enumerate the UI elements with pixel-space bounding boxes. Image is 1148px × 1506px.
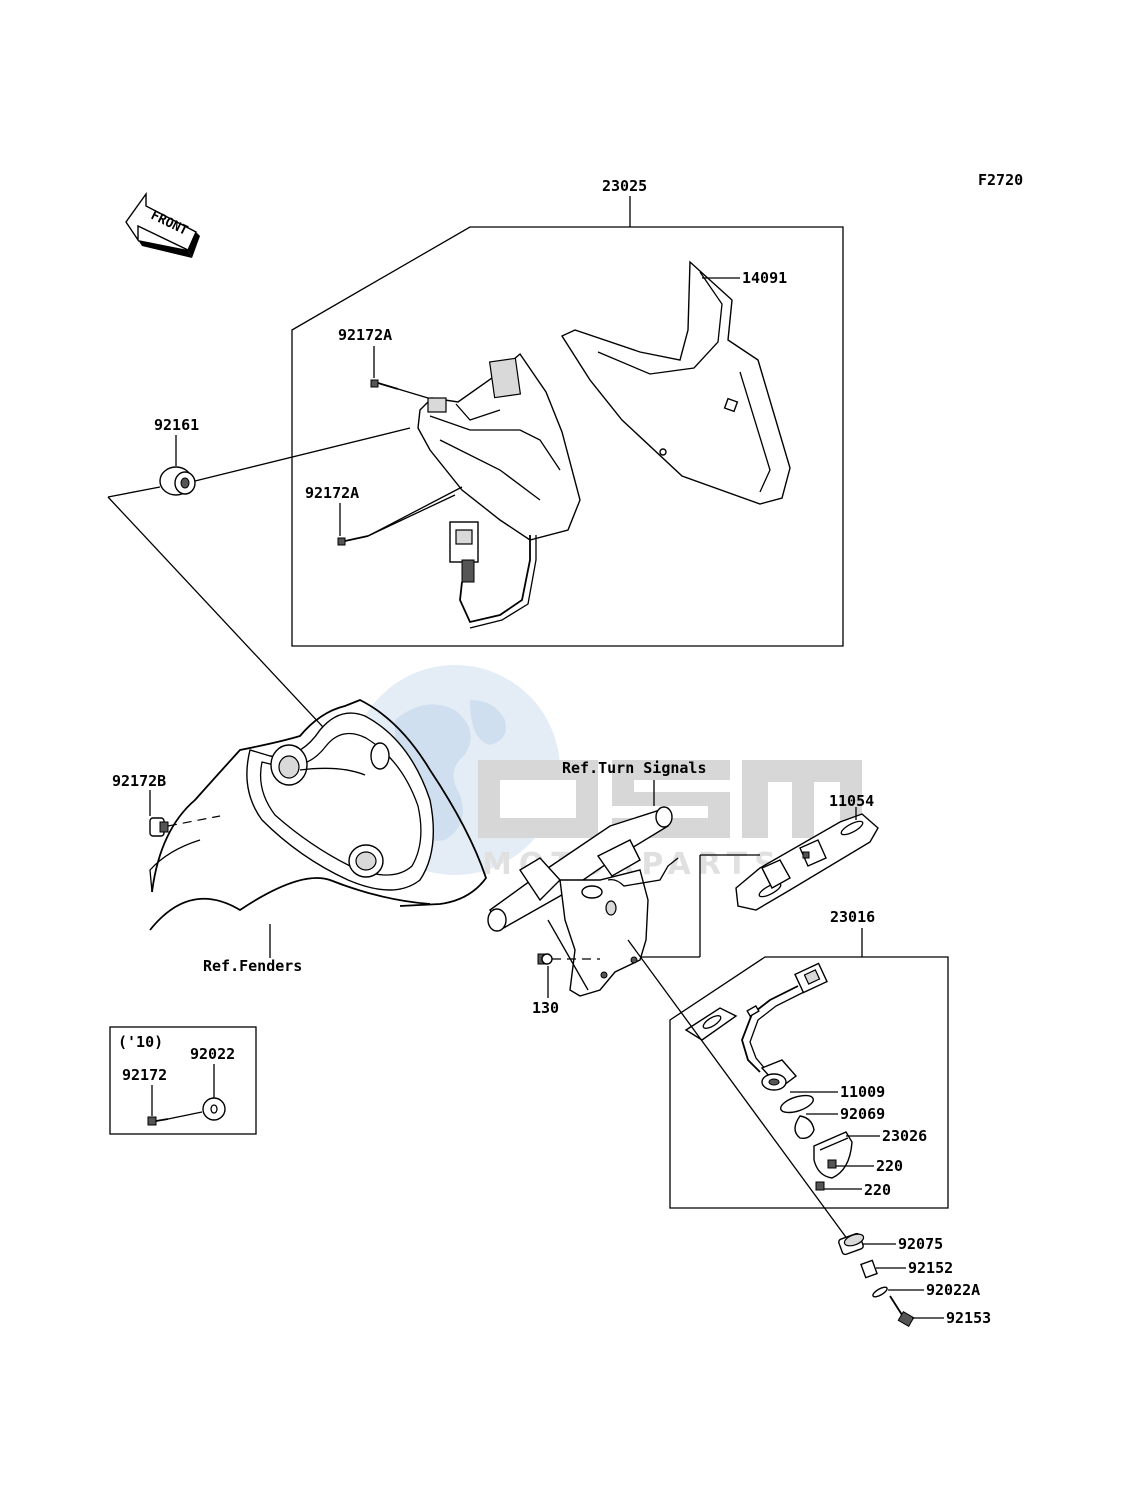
license-bracket-part [487, 806, 679, 997]
label-92022: 92022 [190, 1045, 235, 1063]
nut-130 [537, 953, 553, 965]
grommet-92075 [838, 1232, 865, 1256]
screw-220-b [815, 1181, 825, 1191]
bolt-92172A-top [370, 379, 429, 399]
rear-fender-part [149, 699, 488, 931]
label-23026: 23026 [882, 1127, 927, 1145]
label-92069: 92069 [840, 1105, 885, 1123]
label-92152: 92152 [908, 1259, 953, 1277]
label-92172B: 92172B [112, 772, 166, 790]
grommet-92161 [159, 466, 196, 496]
label-220-a: 220 [876, 1157, 903, 1175]
label-92153: 92153 [946, 1309, 991, 1327]
tail-light-housing-part [417, 352, 581, 629]
label-130: 130 [532, 999, 559, 1017]
label-92172A-bottom: 92172A [305, 484, 359, 502]
washer-92022A [872, 1286, 888, 1298]
label-11009: 11009 [840, 1083, 885, 1101]
assembly-box-23016 [669, 956, 949, 1209]
label-23016: 23016 [830, 908, 875, 926]
washer-92022 [202, 1097, 226, 1121]
bolt-92172A-bottom [337, 486, 463, 546]
inset-box-2010: ('10) 92022 92172 [109, 1026, 257, 1135]
inset-year: ('10) [118, 1033, 163, 1051]
gasket-part [684, 1007, 738, 1041]
label-92172A-top: 92172A [338, 326, 392, 344]
label-92161: 92161 [154, 416, 199, 434]
bulb-ring [779, 1094, 815, 1114]
tail-light-assembly-group: 23025 14091 [291, 177, 844, 647]
grommet-92172B [149, 817, 169, 837]
lens-cover-part [560, 260, 791, 505]
bracket-11054 [735, 813, 879, 911]
screw-220-a [827, 1159, 837, 1169]
label-23025: 23025 [602, 177, 647, 195]
label-92075: 92075 [898, 1235, 943, 1253]
bolt-92153 [889, 1295, 915, 1328]
label-92172: 92172 [122, 1066, 167, 1084]
bolt-92172 [147, 1116, 157, 1126]
front-arrow-icon: FRONT [125, 191, 200, 258]
license-light-assembly-group: 23016 11009 92069 23026 220 220 [669, 908, 949, 1209]
label-92022A: 92022A [926, 1281, 980, 1299]
figure-code: F2720 [978, 171, 1023, 189]
label-220-b: 220 [864, 1181, 891, 1199]
bulb-92069 [794, 1115, 815, 1140]
label-11054: 11054 [829, 792, 874, 810]
label-ref-fenders: Ref.Fenders [203, 957, 302, 975]
label-14091: 14091 [742, 269, 787, 287]
collar-92152 [860, 1259, 878, 1279]
label-ref-turn-signals: Ref.Turn Signals [562, 759, 707, 777]
assembly-box-23025 [291, 226, 844, 647]
